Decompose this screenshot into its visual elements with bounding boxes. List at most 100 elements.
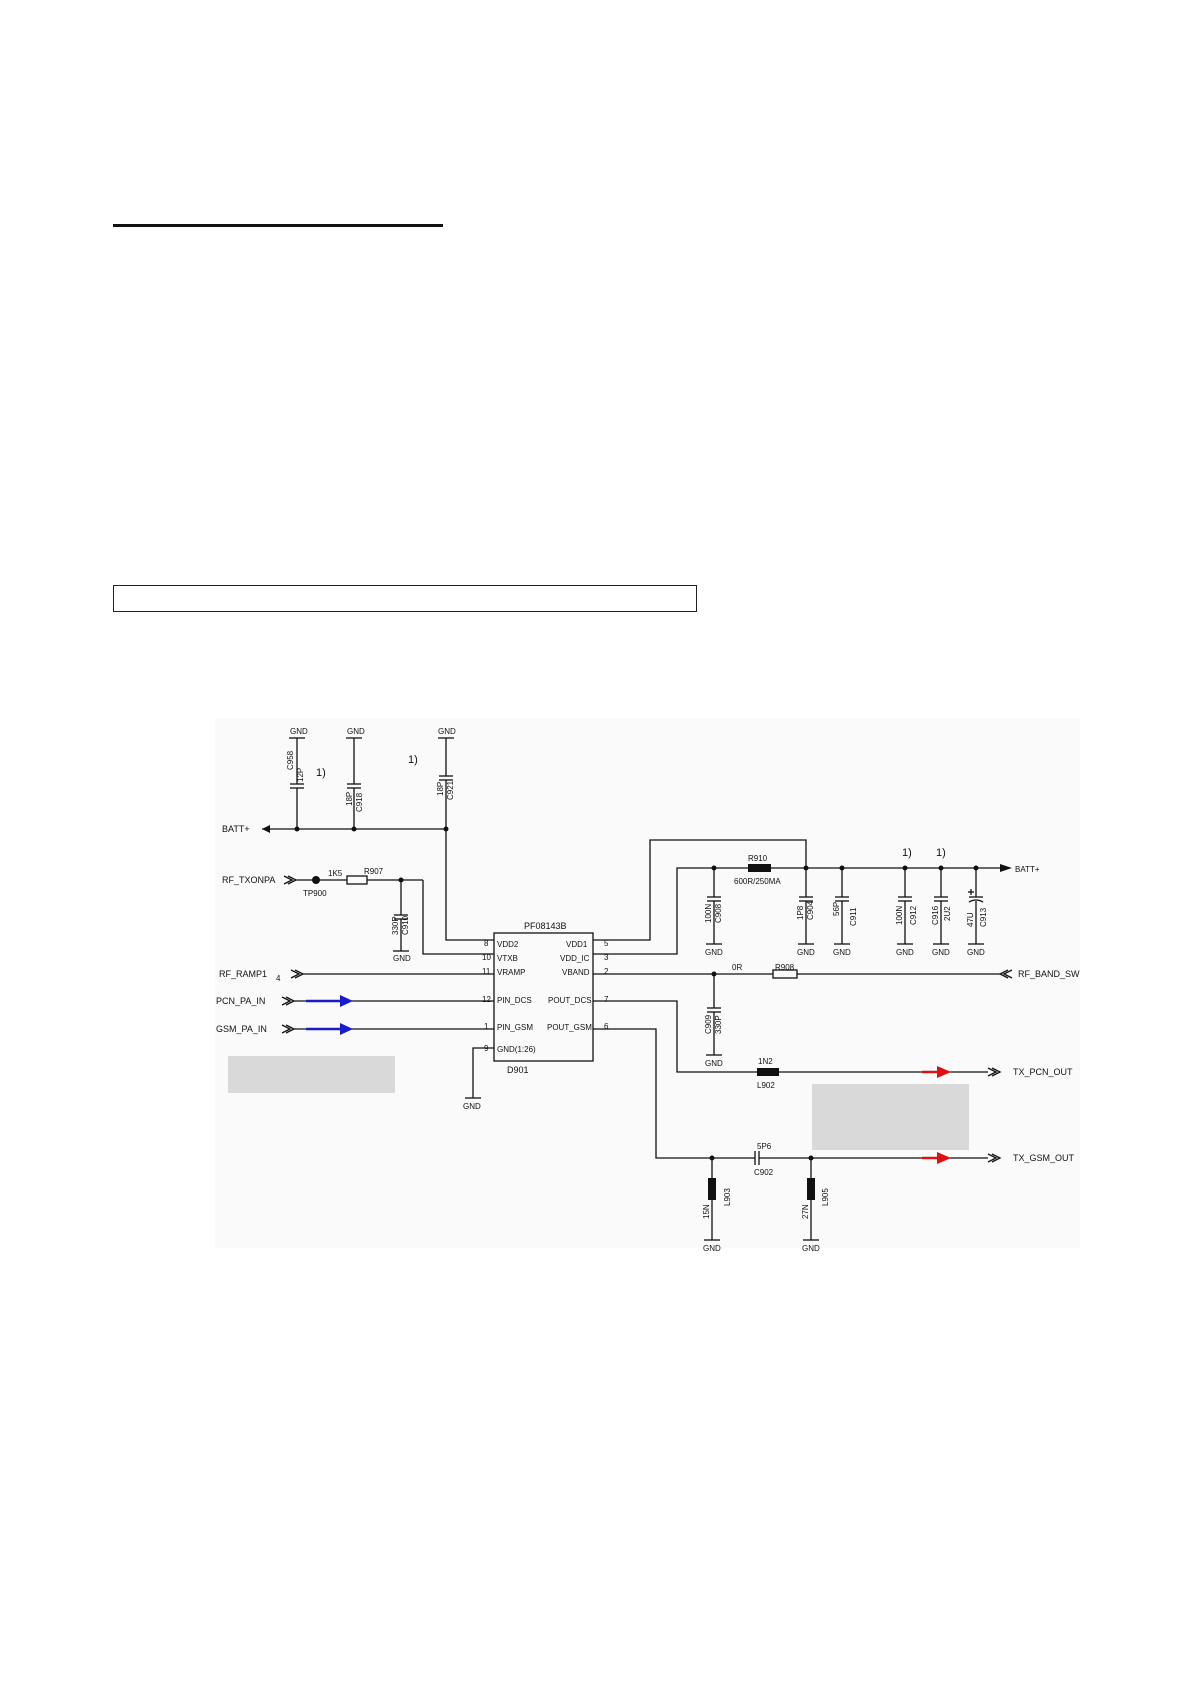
capacitor-c908 xyxy=(706,868,722,945)
highlight-box-right xyxy=(812,1084,969,1150)
c921-ref: C921 xyxy=(446,780,455,800)
pin-name-pout-dcs: POUT_DCS xyxy=(548,996,592,1005)
pin-num-12: 12 xyxy=(482,995,491,1004)
c909-val: 330P xyxy=(714,1015,723,1034)
rf-ramp-wire xyxy=(290,969,494,979)
gnd-label-c913: GND xyxy=(967,948,985,957)
c910-ref: C910 xyxy=(401,915,410,935)
pin-num-5: 5 xyxy=(604,939,609,948)
r910-val: 600R/250MA xyxy=(734,877,781,886)
gnd-label-c918: GND xyxy=(347,727,365,736)
ic-ref-label: D901 xyxy=(507,1065,529,1075)
pin-name-vdd-ic: VDD_IC xyxy=(560,954,590,963)
vband-wire xyxy=(593,969,1013,979)
net-batt-left: BATT+ xyxy=(222,824,250,834)
gnd-label-l903: GND xyxy=(703,1244,721,1253)
net-tx-gsm-out: TX_GSM_OUT xyxy=(1013,1153,1075,1163)
gsm-output-arrow xyxy=(937,1152,951,1164)
c908-ref: C908 xyxy=(714,903,723,923)
pin-name-pin-dcs: PIN_DCS xyxy=(497,996,532,1005)
c913-val: 47U xyxy=(966,912,975,927)
inductor-l905 xyxy=(803,1158,819,1241)
pin-name-pout-gsm: POUT_GSM xyxy=(547,1023,592,1032)
c958-ref: C958 xyxy=(286,750,295,770)
c904-val: 1P8 xyxy=(796,905,805,920)
gsm-input-arrow xyxy=(340,1023,353,1035)
r907-ref: R907 xyxy=(364,867,384,876)
capacitor-c911 xyxy=(834,868,850,945)
tp900-label: TP900 xyxy=(303,889,327,898)
c902-val: 5P6 xyxy=(757,1142,772,1151)
c909-ref: C909 xyxy=(704,1014,713,1034)
txonpa-path xyxy=(283,875,494,955)
ic-d901-body xyxy=(493,932,594,1062)
pin-num-7: 7 xyxy=(604,995,609,1004)
note-1-b: 1) xyxy=(408,754,418,766)
pin-name-vband: VBAND xyxy=(562,968,590,977)
c921-val: 18P xyxy=(436,782,445,796)
rf-ramp-pin: 4 xyxy=(276,974,281,983)
c904-ref: C904 xyxy=(806,900,815,920)
net-batt-right: BATT+ xyxy=(1015,865,1040,874)
c918-val: 18P xyxy=(345,792,354,806)
pin-name-vdd1: VDD1 xyxy=(566,940,588,949)
title-underline-rule xyxy=(113,224,443,227)
pin-num-6: 6 xyxy=(604,1022,609,1031)
pin-name-vdd2: VDD2 xyxy=(497,940,519,949)
schematic-background xyxy=(215,718,1080,1248)
pin-name-pin-gsm: PIN_GSM xyxy=(497,1023,533,1032)
pin-num-8: 8 xyxy=(484,939,489,948)
net-rf-ramp1: RF_RAMP1 xyxy=(219,969,267,979)
gnd-label-c911: GND xyxy=(833,948,851,957)
net-gsm-pa-in: GSM_PA_IN xyxy=(216,1024,267,1034)
ic-part-label: PF08143B xyxy=(524,921,567,931)
gsm-pa-in-wire xyxy=(281,1023,494,1035)
pin-num-2: 2 xyxy=(604,967,609,976)
gnd-label-c916: GND xyxy=(932,948,950,957)
highlight-box-left xyxy=(228,1056,395,1093)
gnd-label-c921: GND xyxy=(438,727,456,736)
c916-ref: C916 xyxy=(931,905,940,925)
c958-val: 12P xyxy=(296,768,305,782)
capacitor-c921 xyxy=(438,737,454,829)
pcn-input-arrow xyxy=(340,995,353,1007)
pcn-output-arrow xyxy=(937,1066,951,1078)
pin-num-1: 1 xyxy=(484,1022,489,1031)
gnd-label-c909: GND xyxy=(705,1059,723,1068)
pin-num-11: 11 xyxy=(482,967,491,976)
note-1-d: 1) xyxy=(936,847,946,859)
r908-ref: R908 xyxy=(775,963,795,972)
gnd-label-c910: GND xyxy=(393,954,411,963)
r907-val: 1K5 xyxy=(328,869,343,878)
net-rf-txonpa: RF_TXONPA xyxy=(222,875,275,885)
r910-ref: R910 xyxy=(748,854,768,863)
capacitor-c909 xyxy=(706,974,722,1056)
capacitor-c958 xyxy=(289,737,305,829)
net-tx-pcn-out: TX_PCN_OUT xyxy=(1013,1067,1073,1077)
capacitor-c913 xyxy=(968,868,984,945)
c912-ref: C912 xyxy=(909,905,918,925)
pin-name-gnd: GND(1:26) xyxy=(497,1045,536,1054)
c902-ref: C902 xyxy=(754,1168,774,1177)
batt-rail-right xyxy=(593,864,1012,955)
c908-val: 100N xyxy=(704,904,713,923)
c912-val: 100N xyxy=(895,906,904,925)
pin-name-vtxb: VTXB xyxy=(497,954,518,963)
c910-val: 330P xyxy=(391,916,400,935)
caption-box xyxy=(113,585,697,612)
l905-ref: L905 xyxy=(821,1188,830,1206)
r908-val: 0R xyxy=(732,963,742,972)
pin-num-10: 10 xyxy=(482,953,491,962)
note-1-c: 1) xyxy=(902,847,912,859)
l902-ref: L902 xyxy=(757,1081,775,1090)
capacitor-c916 xyxy=(933,868,949,945)
l903-val: 15N xyxy=(702,1204,711,1219)
gnd-label-c912: GND xyxy=(896,948,914,957)
capacitor-c904 xyxy=(798,868,814,945)
ic-gnd-wire xyxy=(465,1047,494,1099)
gnd-label-ic: GND xyxy=(463,1102,481,1111)
capacitor-c912 xyxy=(897,868,913,945)
pout-dcs-wire xyxy=(593,1000,1002,1078)
l902-val: 1N2 xyxy=(758,1057,773,1066)
